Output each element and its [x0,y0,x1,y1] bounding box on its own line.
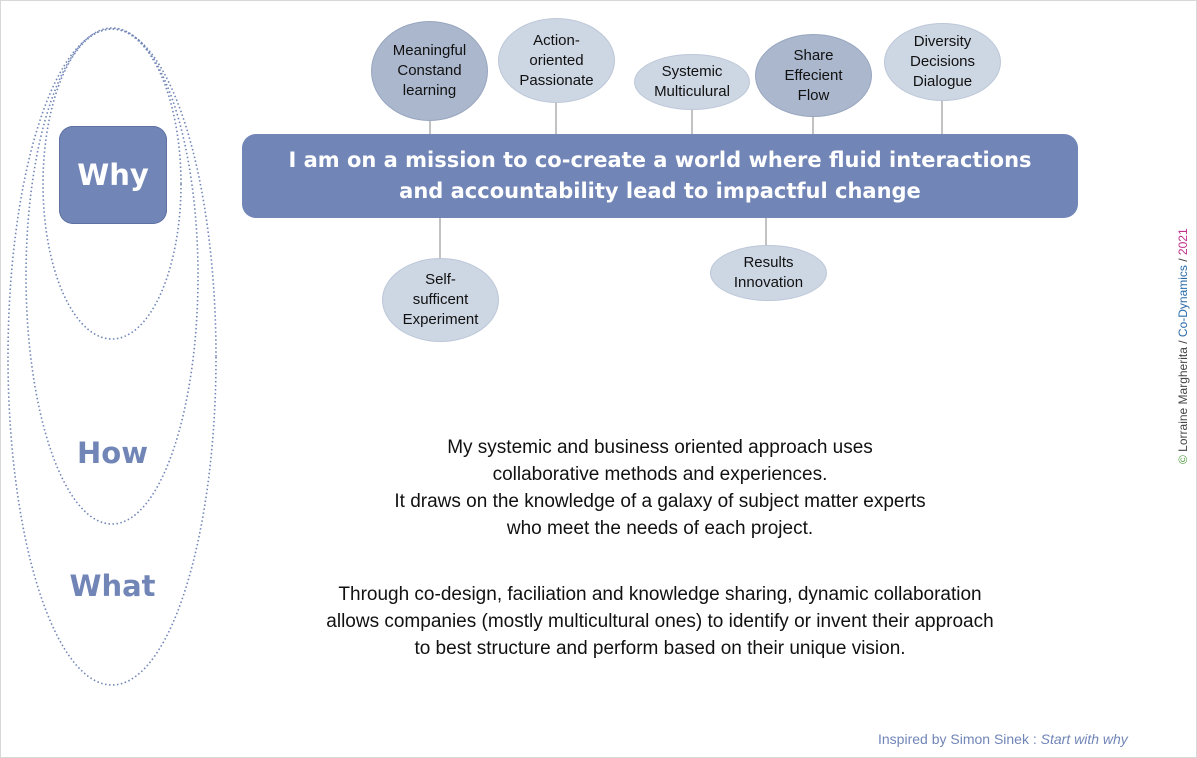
what-description: Through co-design, faciliation and knowl… [250,581,1070,662]
copyright-separator: / [1176,255,1190,266]
what-line: allows companies (mostly multicultural o… [326,611,994,632]
how-line: collaborative methods and experiences. [492,464,828,485]
copyright-symbol: © [1176,455,1190,464]
bubble-line: Results [743,254,794,271]
bubble-line: Dialogue [912,73,973,90]
bubble-line: Self- [425,271,456,288]
bubble-line: Constand [397,62,462,79]
bubble-line: Meaningful [392,42,467,59]
why-ring [42,28,182,340]
how-line: My systemic and business oriented approa… [447,437,873,458]
bubble-line: oriented [529,51,584,69]
copyright-notice: © Lorraine Margherita / Co-Dynamics / 20… [1176,228,1190,464]
bubble-line: learning [402,82,457,99]
bubble-line: Systemic [661,63,723,80]
copyright-author: Lorraine Margherita / [1176,337,1190,456]
mission-statement: I am on a mission to co-create a world w… [242,134,1078,218]
bubble-line: Effecient [784,66,843,84]
how-ring [25,27,199,525]
why-box: Why [59,126,167,224]
bubble-line: Diversity [913,33,972,50]
credit-prefix: Inspired by Simon Sinek : [878,731,1041,747]
mission-line-1: I am on a mission to co-create a world w… [288,148,1032,172]
mission-line-2: and accountability lead to impactful cha… [399,179,921,203]
bubble-line: Flow [797,86,830,104]
bubble-line: Passionate [519,71,594,89]
bubble-line: Decisions [909,53,976,70]
bubble-line: sufficent [412,291,469,308]
bubble-line: Action- [533,31,580,49]
why-label: Why [77,158,149,192]
how-line: It draws on the knowledge of a galaxy of… [394,491,926,512]
credit-book: Start with why [1040,731,1128,747]
what-line: Through co-design, faciliation and knowl… [338,584,982,605]
credit-line: Inspired by Simon Sinek : Start with why [878,731,1128,747]
copyright-year: 2021 [1176,228,1190,256]
how-description: My systemic and business oriented approa… [250,434,1070,542]
what-label: What [69,569,156,603]
bubble-line: Multiculural [654,83,730,100]
bubble-line: Share [793,46,834,64]
how-label: How [77,436,148,470]
what-ring [7,28,217,686]
what-line: to best structure and perform based on t… [414,638,906,659]
how-line: who meet the needs of each project. [506,518,814,539]
copyright-company: Co-Dynamics [1176,265,1190,338]
bubble-line: Experiment [402,311,479,328]
bubble-line: Innovation [733,274,804,291]
